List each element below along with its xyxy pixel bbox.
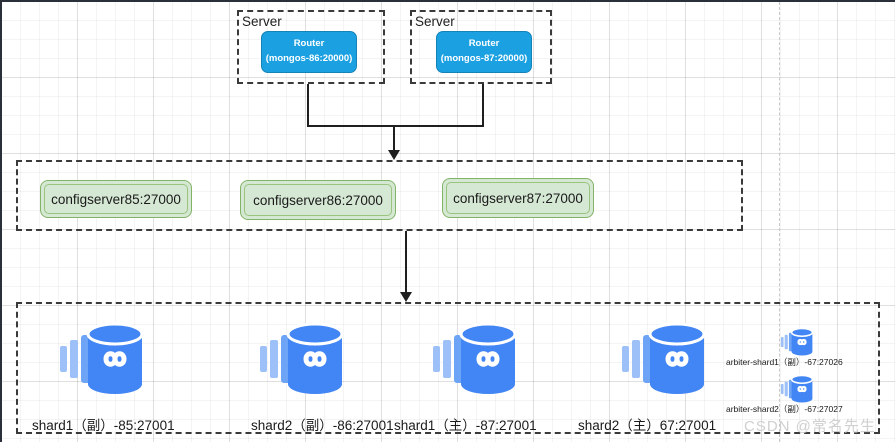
arbiter-shard2-icon[interactable] xyxy=(778,374,816,404)
connector-to-shards xyxy=(405,231,407,295)
router-mongos-87[interactable]: Router (mongos-87:20000) xyxy=(436,31,532,73)
server-group-1-label: Server xyxy=(242,14,282,29)
arbiter-shard1-label: arbiter-shard1（副）-67:27026 xyxy=(726,357,843,367)
arrowhead-to-configservers xyxy=(388,150,400,160)
configserver-85[interactable]: configserver85:27000 xyxy=(40,180,192,218)
page-break-guide xyxy=(779,2,780,442)
arbiter-shard1-icon[interactable] xyxy=(778,327,816,357)
router-subtitle: (mongos-86:20000) xyxy=(265,53,353,64)
connector-router1-down xyxy=(307,84,309,127)
shard1-87-label: shard1（主）-87:27001 xyxy=(394,418,537,433)
router-subtitle: (mongos-87:20000) xyxy=(440,53,528,64)
server-group-1[interactable] xyxy=(237,10,385,84)
router-title: Router xyxy=(293,38,325,50)
configserver-86[interactable]: configserver86:27000 xyxy=(240,180,396,220)
connector-router2-down xyxy=(482,84,484,127)
shard-group[interactable] xyxy=(16,302,880,434)
configserver-85-label: configserver85:27000 xyxy=(51,191,181,207)
connector-to-configservers xyxy=(393,125,395,153)
configserver-87-label: configserver87:27000 xyxy=(453,190,583,206)
configserver-87[interactable]: configserver87:27000 xyxy=(442,178,594,218)
router-title: Router xyxy=(468,38,500,50)
configserver-group[interactable] xyxy=(16,160,743,231)
shard2-86-label: shard2（副）-86:27001 xyxy=(251,418,394,433)
arrowhead-to-shards xyxy=(400,292,412,302)
server-group-2[interactable] xyxy=(410,10,552,84)
connector-routers-join xyxy=(307,125,484,127)
server-group-2-label: Server xyxy=(415,14,455,29)
shard2-67-icon[interactable] xyxy=(616,320,712,398)
arbiter-shard2-label: arbiter-shard2（副）-67:27027 xyxy=(726,404,843,414)
shard1-85-label: shard1（副）-85:27001 xyxy=(32,418,175,433)
shard2-86-icon[interactable] xyxy=(254,320,350,398)
shard1-85-icon[interactable] xyxy=(54,320,150,398)
shard2-67-label: shard2（主）67:27001 xyxy=(578,418,717,433)
configserver-86-label: configserver86:27000 xyxy=(253,192,383,208)
router-mongos-86[interactable]: Router (mongos-86:20000) xyxy=(261,31,357,73)
csdn-watermark: CSDN @常名先生 xyxy=(744,418,876,435)
shard1-87-icon[interactable] xyxy=(427,320,523,398)
